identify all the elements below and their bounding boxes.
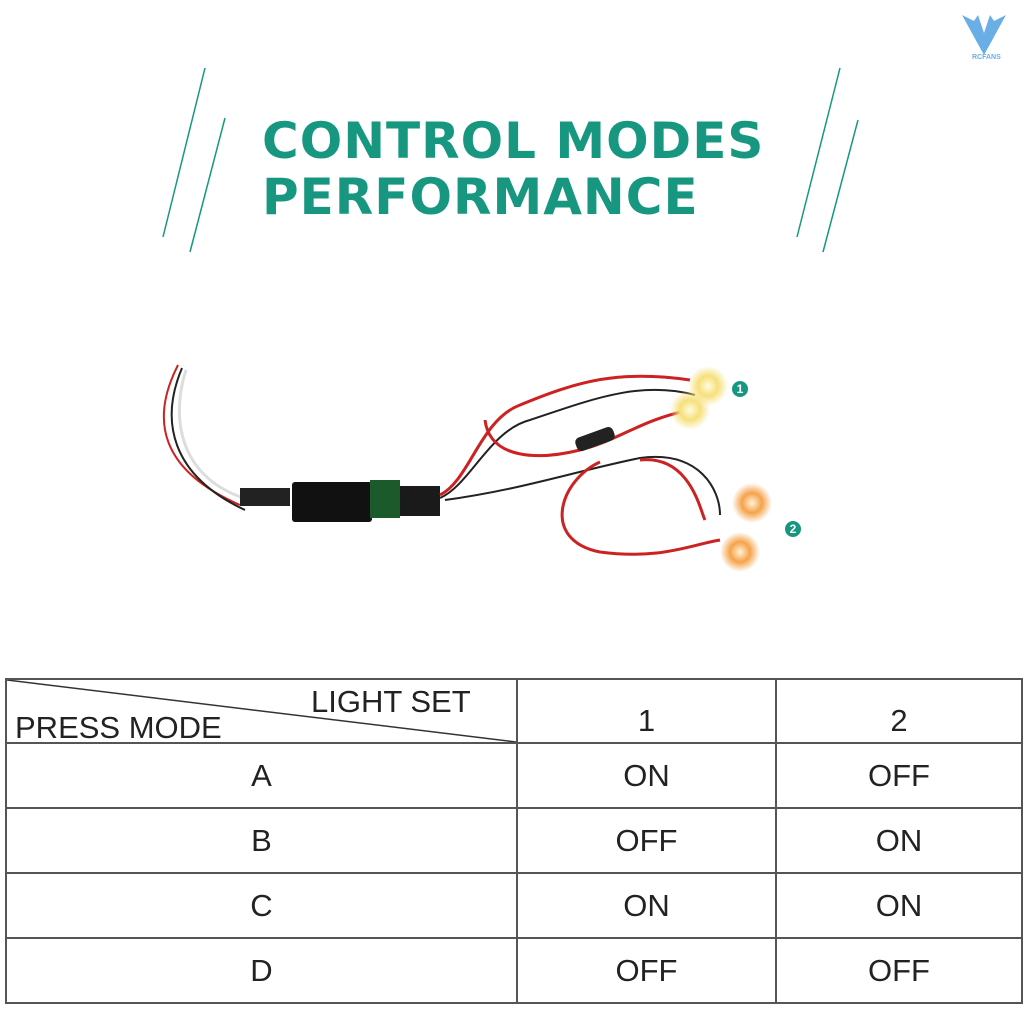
set1-cell: OFF xyxy=(516,807,777,874)
set2-cell: OFF xyxy=(775,937,1023,1004)
column-header-1: 1 xyxy=(516,678,777,744)
table-row: D OFF OFF xyxy=(5,937,1023,1004)
set1-cell: OFF xyxy=(516,937,777,1004)
rcfans-logo xyxy=(962,15,1006,55)
mode-cell: A xyxy=(5,742,518,809)
table-header-row: LIGHT SET PRESS MODE 1 2 xyxy=(5,678,1023,745)
decorative-slashes xyxy=(162,67,859,253)
light-set-1-marker: 1 xyxy=(732,381,748,397)
table-row: B OFF ON xyxy=(5,807,1023,874)
set2-cell: ON xyxy=(775,807,1023,874)
light-set-2-marker: 2 xyxy=(785,521,801,537)
control-modes-table: LIGHT SET PRESS MODE 1 2 A ON OFF B OFF … xyxy=(5,678,1023,1004)
logo-text: RCFANS xyxy=(972,54,1001,61)
set1-cell: ON xyxy=(516,872,777,939)
mode-cell: C xyxy=(5,872,518,939)
set1-cell: ON xyxy=(516,742,777,809)
set2-cell: OFF xyxy=(775,742,1023,809)
title-line-1: CONTROL MODES xyxy=(262,112,765,170)
column-header-2: 2 xyxy=(775,678,1023,744)
mode-cell: B xyxy=(5,807,518,874)
press-mode-label: PRESS MODE xyxy=(15,710,222,745)
header-diagonal-cell: LIGHT SET PRESS MODE xyxy=(5,678,518,745)
decoration-layer xyxy=(162,67,859,572)
product-image xyxy=(162,364,772,572)
set2-cell: ON xyxy=(775,872,1023,939)
mode-cell: D xyxy=(5,937,518,1004)
light-set-label: LIGHT SET xyxy=(311,684,471,719)
table-row: C ON ON xyxy=(5,872,1023,939)
title-line-2: PERFORMANCE xyxy=(262,168,699,226)
table-row: A ON OFF xyxy=(5,742,1023,809)
